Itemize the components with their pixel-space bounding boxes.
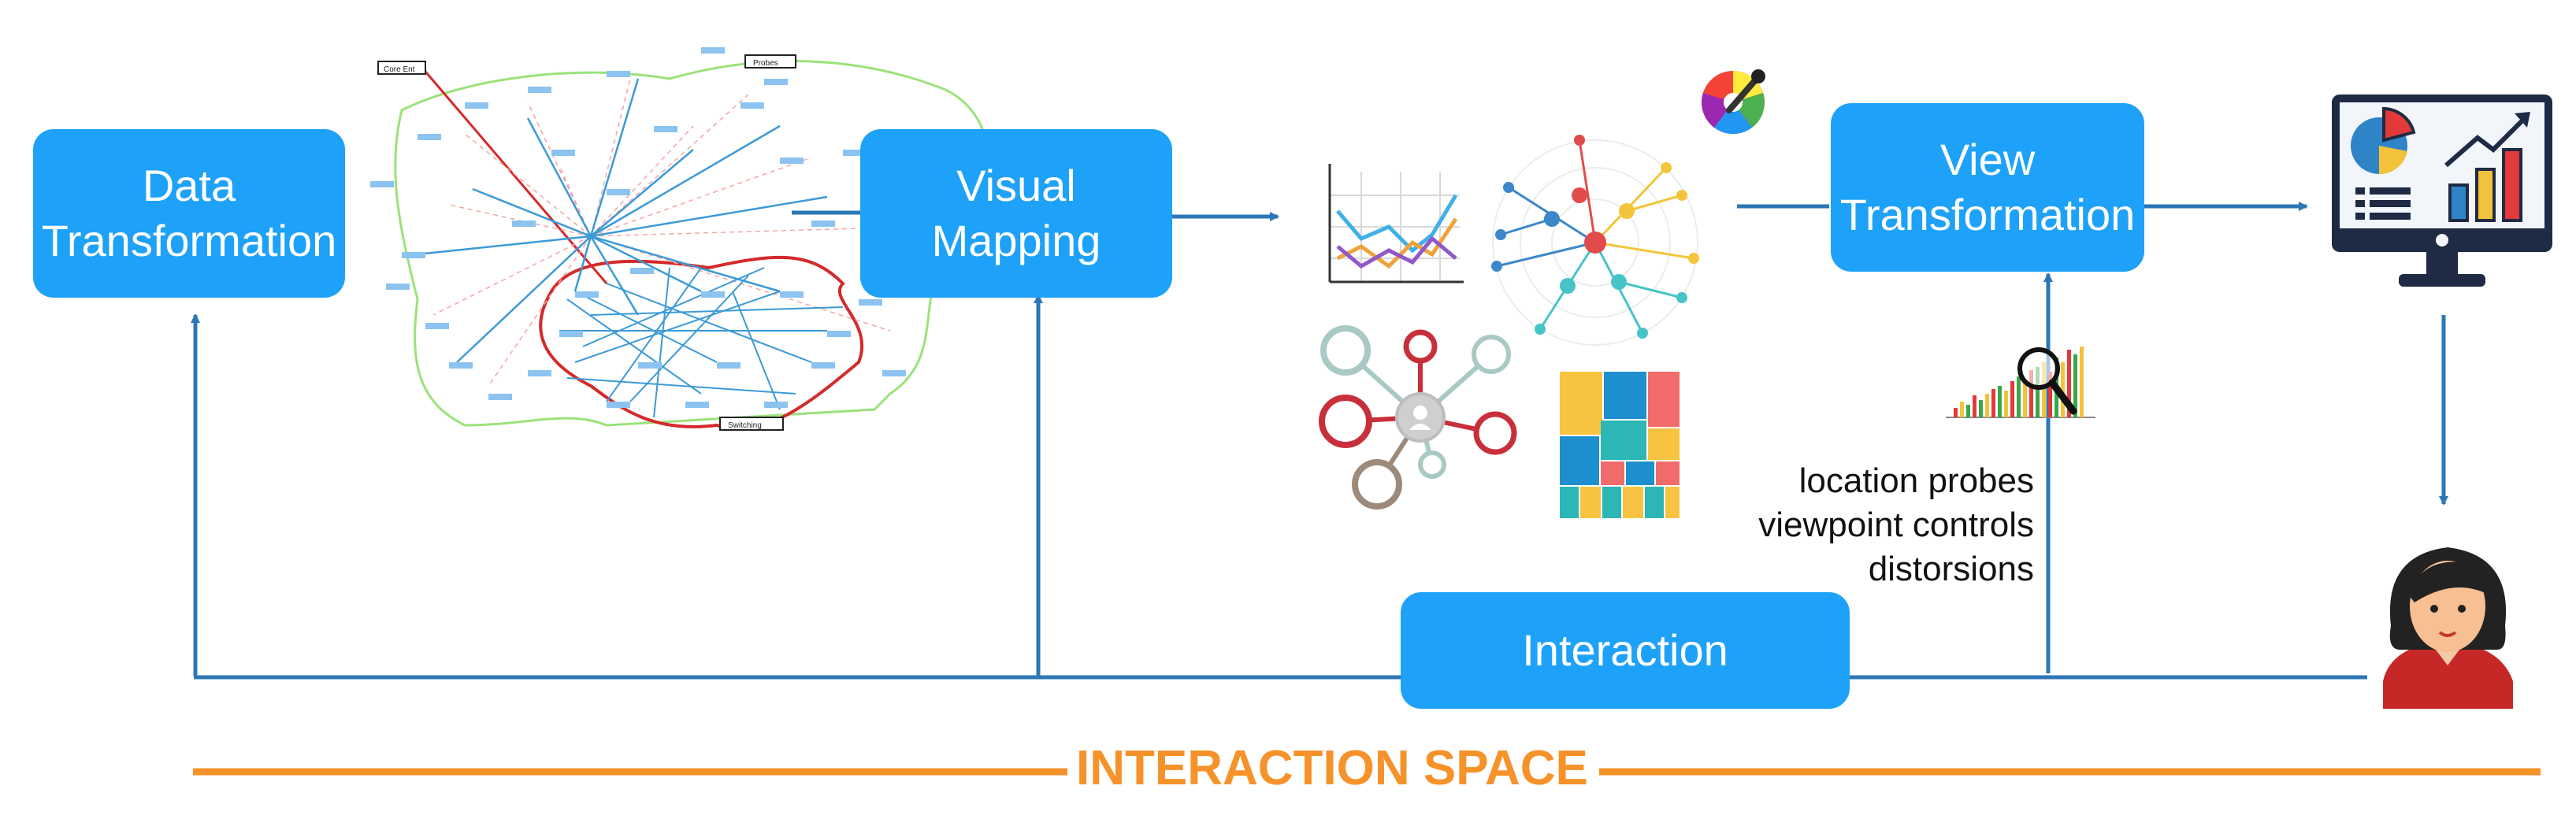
data-transformation-box[interactable]: Data Transformation <box>33 129 345 298</box>
interaction-label: Interaction <box>1522 625 1728 675</box>
view-transformation-box[interactable]: View Transformation <box>1831 103 2144 272</box>
interaction-box[interactable]: Interaction <box>1401 592 1850 709</box>
color-picker-icon <box>1702 69 1765 134</box>
treemap-icon <box>1560 372 1680 518</box>
interaction-loop <box>191 272 2367 680</box>
flow-arrows <box>792 202 2448 506</box>
view-transformation-label: View Transformation <box>1839 135 2136 239</box>
graph-label-probes: Probes <box>753 59 778 68</box>
note-viewpoint-controls: viewpoint controls <box>1758 506 2034 544</box>
network-graph-icon: Core Ent Probes Switching <box>370 47 992 431</box>
visual-mapping-box[interactable]: Visual Mapping <box>860 129 1172 298</box>
line-chart-icon <box>1328 164 1464 284</box>
graph-labels: Core Ent Probes Switching <box>377 54 796 431</box>
visual-mapping-label: Visual Mapping <box>931 161 1101 265</box>
note-location-probes: location probes <box>1798 461 2034 500</box>
note-distorsions: distorsions <box>1868 550 2034 588</box>
radial-network-icon <box>1491 135 1699 346</box>
graph-label-switching: Switching <box>728 421 762 430</box>
data-transformation-label: Data Transformation <box>41 161 337 265</box>
graph-label-core: Core Ent <box>384 65 415 74</box>
interaction-space-label: INTERACTION SPACE <box>1071 740 1593 796</box>
magnifier-chart-icon <box>1946 346 2095 418</box>
monitor-dashboard-icon <box>2332 94 2552 287</box>
user-avatar-icon <box>2383 547 2513 709</box>
view-transformation-notes: location probes viewpoint controls disto… <box>1758 459 2034 591</box>
mind-map-icon <box>1319 325 1517 510</box>
